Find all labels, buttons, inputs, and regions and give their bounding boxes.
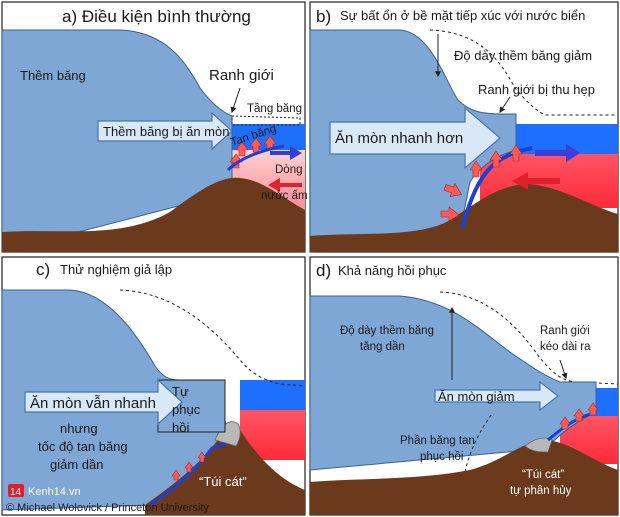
panel-b-narrowed-label: Ranh giới bị thu hẹp [478,82,595,97]
panel-b-faster-erosion-label: Ăn mòn nhanh hơn [335,130,463,147]
panel-b: b) Sự bất ổn ở bề mặt tiếp xúc với nước … [309,1,619,253]
panel-a: a) Điều kiện bình thường Thềm băng Ranh … [1,1,308,253]
panel-c-erosion-arrow [24,378,183,426]
panel-a-melt-boundary [226,144,285,172]
panel-b-title-letter: b) [316,7,331,26]
panel-a-ocean-blue [225,124,305,150]
panel-b-melt-arrows [440,144,523,222]
panel-a-outflow-arrow [270,146,302,160]
panel-d-recovered-2: phục hồi [420,451,463,463]
panel-d-bedrock [310,439,618,515]
panel-d-thickness-label-2: tăng dần [360,341,405,353]
panel-c-but-1: nhưng [60,421,98,436]
panel-c-bedrock [145,423,305,515]
panel-c-melt-arrows [171,451,207,481]
watermark-badge [8,484,24,497]
panel-d-grounding-pointer [559,359,568,380]
panel-a-warm-flow-label-1: Dòng [275,164,303,176]
panel-d-melt-arrows [559,402,599,430]
panel-d-sandbag-mound [524,437,553,453]
panel-c-sandbag-label: “Túi cát” [199,474,247,489]
panel-d-thickness-label-1: Độ dày thềm băng [340,325,434,337]
panel-c-title: Thử nghiệm giả lập [60,262,172,277]
panel-b-outflow-arrow [535,144,580,162]
panel-a-grounding-line-label: Ranh giới [209,67,274,84]
image-credit: © Michael Wolovick / Princeton Universit… [6,502,209,514]
panel-c-previous-outline [119,289,306,387]
panel-a-bedrock [2,177,305,252]
panel-d-title: Khả năng hồi phục [338,263,447,278]
panel-d-line-extended-2: kéo dài ra [540,341,591,353]
watermark: 14 Kenh14.vn [8,484,81,498]
watermark-text: Kenh14.vn [28,486,81,498]
panel-c-title-letter: c) [36,260,50,279]
panel-a-warm-flow-label-2: nước ấm [261,190,308,202]
panel-d-erosion-reduced-label: Ăn mòn giảm [438,389,515,404]
panel-d-recovered-1: Phần băng tan [400,435,475,447]
panel-b-grounding-pointer [499,96,511,113]
panel-a-grounding-pointer [230,87,241,114]
panel-c-self-heal-2: phục [172,402,201,417]
panel-d-line-extended-1: Ranh giới [540,325,590,337]
panel-b-thickness-label: Độ dày thềm băng giảm [454,48,592,63]
panel-a-ice-shelf-label: Thềm băng [20,68,86,83]
panel-d-sandbag-1: “Túi cát” [522,469,564,481]
panel-c-still-fast-label: Ăn mòn vẫn nhanh [30,395,156,412]
panel-c-self-heal-3: hồi [172,420,189,435]
panel-c-self-heal-1: Tự [172,384,189,399]
panel-d-erosion-arrow [434,380,559,412]
panel-c: Thử nghiệm giả lập c) Ăn mòn vẫn nhanh T… [1,256,306,516]
panel-b-previous-outline [429,29,618,116]
panel-a-melt-arrows [229,135,277,169]
panel-c-but-3: giảm dần [50,457,103,472]
panel-a-ice-layer-label: Tầng băng [247,103,302,115]
panel-d-recovered-outline [464,413,493,473]
panel-a-title: a) Điều kiện bình thường [62,7,251,26]
panel-d: d) Khả năng hồi phục Độ dày thềm băng tă… [309,256,619,516]
panel-a-erosion-arrow [97,111,233,151]
panel-a-eroded-arrow-label: Thềm băng bị ăn mòn [103,124,229,139]
panel-c-melt-boundary [149,442,227,507]
panel-b-title: Sự bất ổn ở bề mặt tiếp xúc với nước biể… [340,8,585,23]
panel-a-shelf-outline [231,115,301,126]
watermark-badge-text: 14 [10,487,22,498]
panel-b-faster-erosion-arrow [329,106,501,170]
panel-c-ocean-blue [240,380,305,410]
panel-d-sandbag-2: tự phân hủy [510,485,572,497]
panel-b-warm-inflow-arrow [512,172,560,190]
panel-a-warm-inflow-arrow [268,178,302,192]
panel-d-title-letter: d) [316,261,331,280]
panel-c-but-2: tốc độ tan băng [38,439,128,454]
